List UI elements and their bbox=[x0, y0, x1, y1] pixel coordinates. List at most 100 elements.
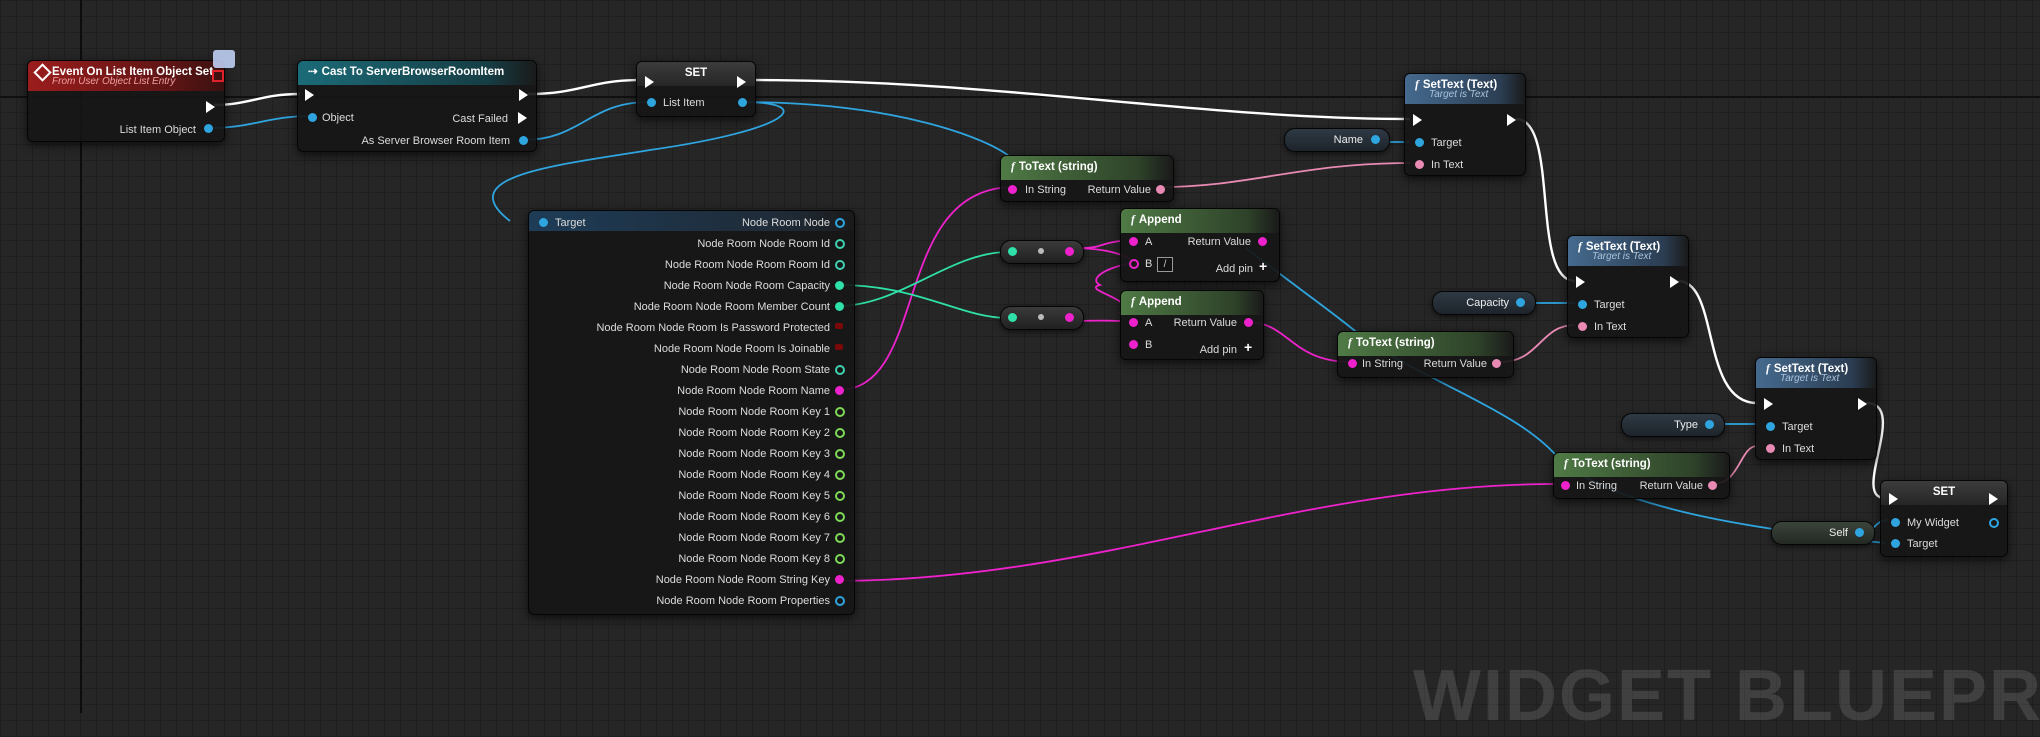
break-output-pin[interactable] bbox=[835, 281, 844, 290]
reroute2-out-pin[interactable] bbox=[1065, 313, 1074, 322]
settext2-target-pin[interactable] bbox=[1578, 300, 1587, 309]
break-output-pin[interactable] bbox=[835, 470, 845, 480]
break-output-pin[interactable] bbox=[835, 407, 845, 417]
totext3-out-pin[interactable] bbox=[1708, 481, 1717, 490]
settext3-exec-out-pin[interactable] bbox=[1858, 398, 1867, 410]
set-my-widget-node[interactable]: SET My Widget Target bbox=[1880, 480, 2008, 557]
cast-exec-in-pin[interactable] bbox=[305, 89, 314, 101]
append1-b-pin[interactable] bbox=[1129, 259, 1139, 269]
break-output-pin[interactable] bbox=[835, 512, 845, 522]
set2-my-widget-pin[interactable] bbox=[1891, 518, 1900, 527]
reroute2-in-pin[interactable] bbox=[1008, 313, 1017, 322]
settext2-in-text-label: In Text bbox=[1594, 320, 1626, 334]
totext3-in-label: In String bbox=[1576, 479, 1617, 493]
var-name-pin[interactable] bbox=[1371, 135, 1380, 144]
append1-add-pin-label[interactable]: Add pin bbox=[1216, 262, 1253, 276]
var-type-pin[interactable] bbox=[1705, 420, 1714, 429]
append1-add-pin-icon[interactable]: + bbox=[1259, 258, 1267, 274]
break-output-pin[interactable] bbox=[835, 554, 845, 564]
reroute1-out-pin[interactable] bbox=[1065, 247, 1074, 256]
var-capacity-node[interactable]: Capacity bbox=[1432, 291, 1536, 315]
var-self-node[interactable]: Self bbox=[1771, 521, 1875, 545]
append2-a-pin[interactable] bbox=[1129, 318, 1138, 327]
append2-out-pin[interactable] bbox=[1244, 318, 1253, 327]
break-pin-label: Node Room Node Room String Key bbox=[656, 573, 830, 587]
break-output-pin[interactable] bbox=[835, 449, 845, 459]
settext2-exec-in-pin[interactable] bbox=[1576, 276, 1585, 288]
var-name-node[interactable]: Name bbox=[1284, 128, 1390, 152]
break-output-pin[interactable] bbox=[835, 533, 845, 543]
break-output-pin[interactable] bbox=[835, 575, 844, 584]
set-list-item-node[interactable]: SET List Item bbox=[636, 61, 756, 117]
break-output-pin[interactable] bbox=[835, 365, 845, 375]
settext1-in-text-pin[interactable] bbox=[1415, 160, 1424, 169]
totext3-in-pin[interactable] bbox=[1561, 481, 1570, 490]
break-output-pin[interactable] bbox=[835, 218, 845, 228]
append1-a-pin[interactable] bbox=[1129, 237, 1138, 246]
break-output-pin[interactable] bbox=[835, 344, 843, 350]
event-list-item-object-pin[interactable] bbox=[204, 124, 213, 133]
break-pin-label: Node Room Node Room Capacity bbox=[664, 279, 830, 293]
settext2-in-text-pin[interactable] bbox=[1578, 322, 1587, 331]
break-output-pin[interactable] bbox=[835, 428, 845, 438]
append2-b-pin[interactable] bbox=[1129, 340, 1138, 349]
set2-exec-in-pin[interactable] bbox=[1889, 493, 1898, 505]
reroute1-in-pin[interactable] bbox=[1008, 247, 1017, 256]
cast-as-label: As Server Browser Room Item bbox=[361, 134, 510, 148]
var-self-pin[interactable] bbox=[1855, 528, 1864, 537]
append2-add-pin-label[interactable]: Add pin bbox=[1200, 343, 1237, 357]
var-type-node[interactable]: Type bbox=[1621, 413, 1725, 437]
var-capacity-pin[interactable] bbox=[1516, 298, 1525, 307]
set1-list-item-out-pin[interactable] bbox=[738, 98, 747, 107]
append1-b-input[interactable]: / bbox=[1157, 257, 1173, 272]
set1-exec-out-pin[interactable] bbox=[737, 76, 746, 88]
settext3-exec-in-pin[interactable] bbox=[1764, 398, 1773, 410]
cast-exec-out-pin[interactable] bbox=[519, 89, 528, 101]
settext1-exec-in-pin[interactable] bbox=[1413, 114, 1422, 126]
settext2-exec-out-pin[interactable] bbox=[1670, 276, 1679, 288]
cast-object-pin[interactable] bbox=[308, 113, 317, 122]
break-output-pin[interactable] bbox=[835, 491, 845, 501]
totext1-out-pin[interactable] bbox=[1156, 185, 1165, 194]
append2-add-pin-icon[interactable]: + bbox=[1244, 339, 1252, 355]
set1-list-item-in-pin[interactable] bbox=[647, 98, 656, 107]
set2-my-widget-out-pin[interactable] bbox=[1989, 518, 1999, 528]
set1-exec-in-pin[interactable] bbox=[645, 76, 654, 88]
cast-failed-exec-pin[interactable] bbox=[518, 112, 527, 124]
set1-list-item-label: List Item bbox=[663, 96, 705, 110]
break-output-pin[interactable] bbox=[835, 302, 844, 311]
break-output-pin[interactable] bbox=[835, 239, 845, 249]
totext2-out-pin[interactable] bbox=[1492, 359, 1501, 368]
cast-node[interactable]: ⇢Cast To ServerBrowserRoomItem Object Ca… bbox=[297, 60, 537, 152]
event-node[interactable]: Event On List Item Object Set From User … bbox=[27, 60, 225, 142]
event-delegate-pin[interactable] bbox=[212, 70, 224, 82]
append1-out-pin[interactable] bbox=[1258, 237, 1267, 246]
cast-object-label: Object bbox=[322, 111, 354, 125]
set2-exec-out-pin[interactable] bbox=[1989, 493, 1998, 505]
break-target-pin[interactable] bbox=[539, 218, 548, 227]
break-output-pin[interactable] bbox=[835, 323, 843, 329]
set2-target-pin[interactable] bbox=[1891, 539, 1900, 548]
cast-as-pin[interactable] bbox=[519, 136, 528, 145]
event-exec-out-pin[interactable] bbox=[206, 101, 215, 113]
break-output-pin[interactable] bbox=[835, 260, 845, 270]
totext2-in-pin[interactable] bbox=[1348, 359, 1357, 368]
settext1-target-pin[interactable] bbox=[1415, 138, 1424, 147]
settext3-target-pin[interactable] bbox=[1766, 422, 1775, 431]
settext3-in-text-pin[interactable] bbox=[1766, 444, 1775, 453]
break-output-pin[interactable] bbox=[835, 596, 845, 606]
reroute-node-1[interactable] bbox=[1000, 240, 1084, 264]
settext1-exec-out-pin[interactable] bbox=[1507, 114, 1516, 126]
reroute-node-2[interactable] bbox=[1000, 306, 1084, 330]
totext1-in-pin[interactable] bbox=[1008, 185, 1017, 194]
break-output-pin[interactable] bbox=[835, 386, 844, 395]
